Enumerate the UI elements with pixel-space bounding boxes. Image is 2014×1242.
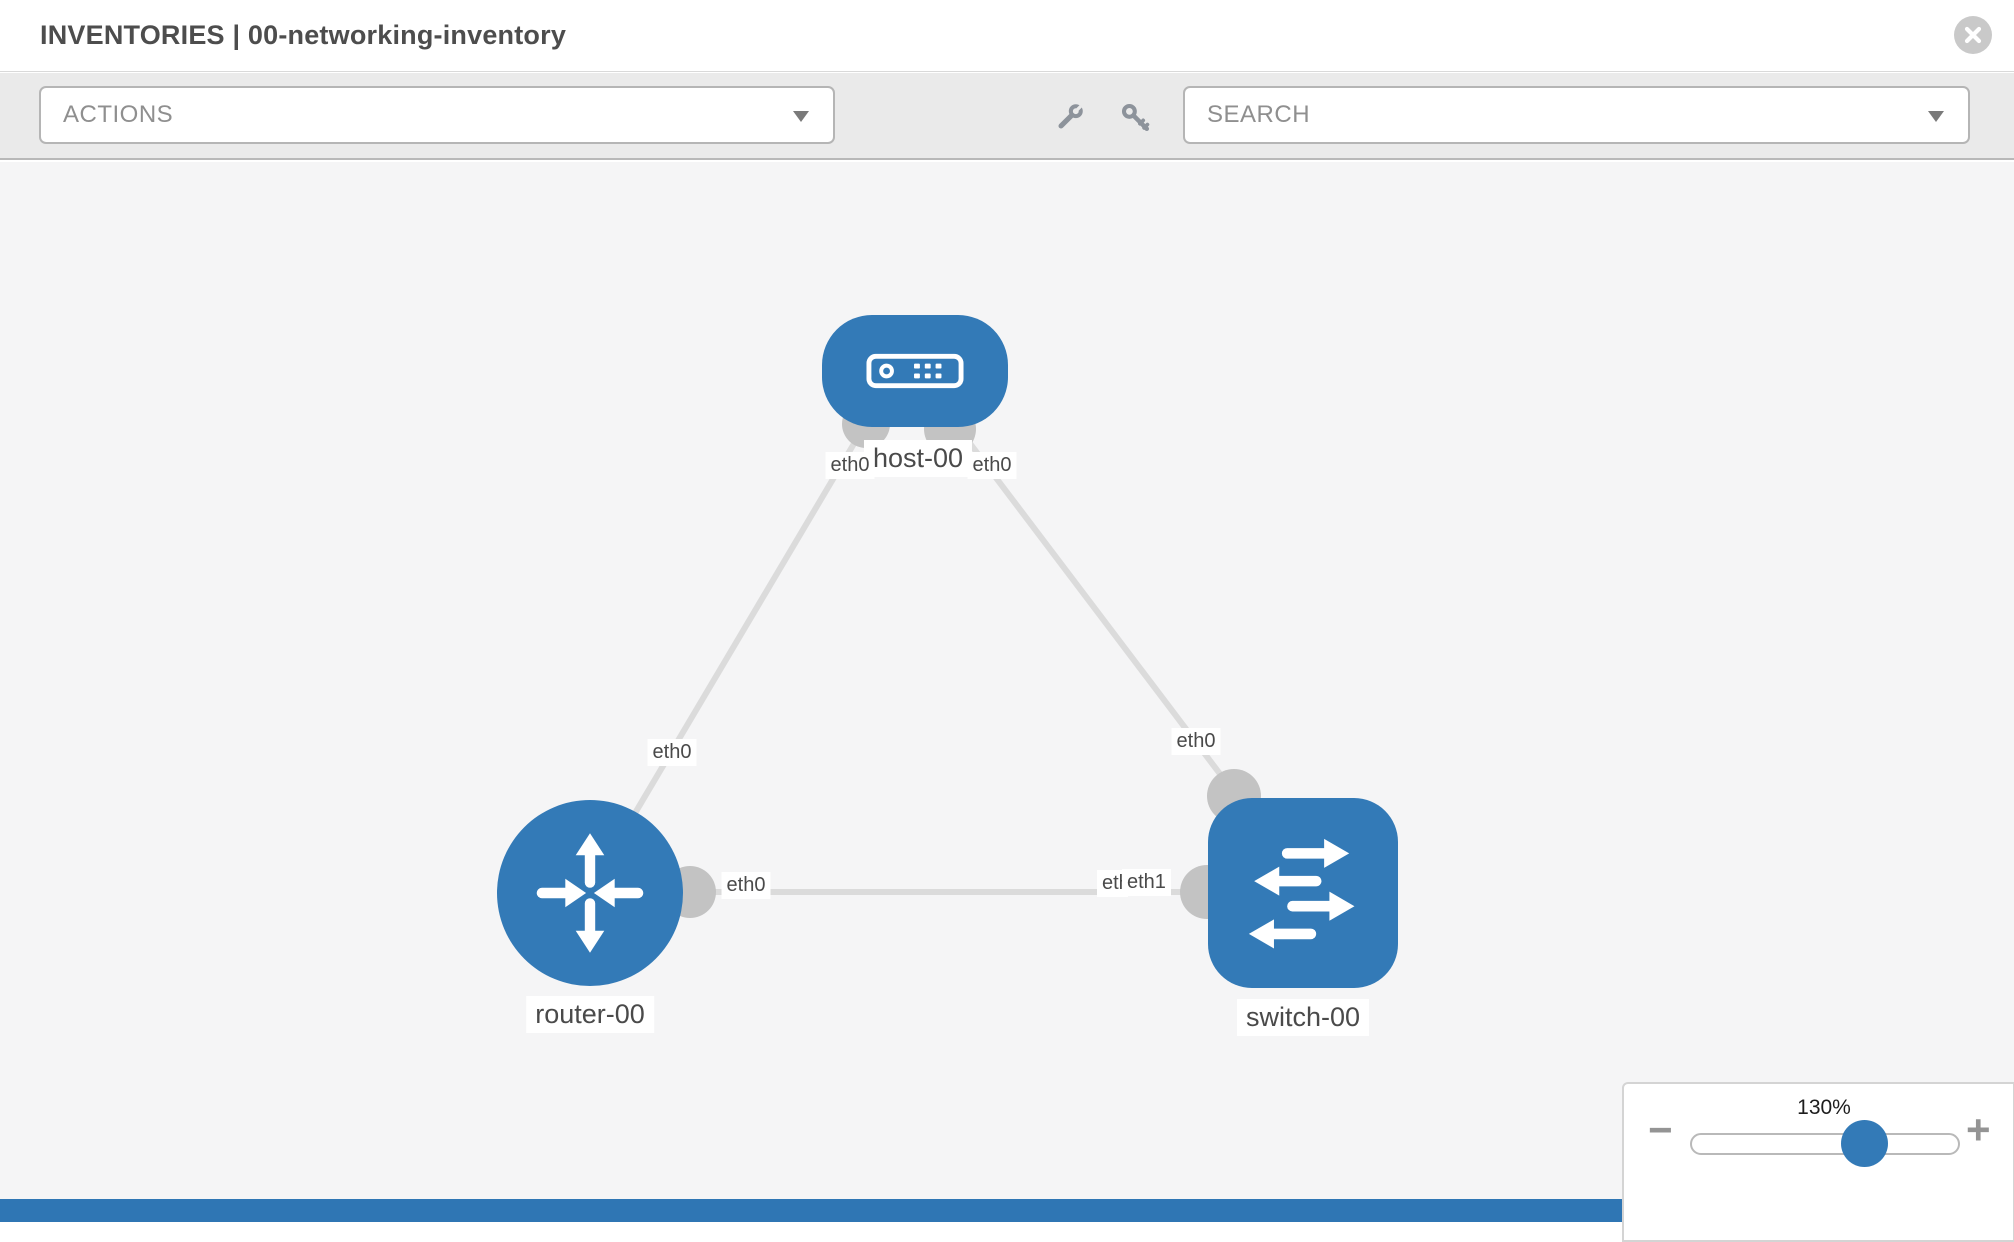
zoom-panel: 130% − + <box>1622 1082 2014 1242</box>
close-icon[interactable] <box>1954 16 1992 54</box>
node-label-router: router-00 <box>526 996 654 1033</box>
actions-dropdown[interactable]: ACTIONS <box>39 86 835 144</box>
search-input[interactable]: SEARCH <box>1183 86 1970 144</box>
switch-icon <box>1248 838 1355 949</box>
router-icon <box>536 833 644 953</box>
if-label-host-right: eth0 <box>967 452 1017 479</box>
header-bar: INVENTORIES | 00-networking-inventory <box>0 0 2014 72</box>
if-label-router-top: eth0 <box>647 739 697 766</box>
zoom-out-button[interactable]: − <box>1648 1106 1673 1153</box>
x-glyph <box>1964 26 1982 44</box>
node-switch[interactable] <box>1208 798 1398 988</box>
wrench-icon[interactable] <box>1051 100 1087 136</box>
search-placeholder: SEARCH <box>1207 101 1311 128</box>
if-label-switch-top: eth0 <box>1171 728 1221 755</box>
links-layer <box>609 400 1261 919</box>
if-label-link-mid-left: eth0 <box>721 872 771 899</box>
zoom-in-button[interactable]: + <box>1966 1106 1991 1153</box>
chevron-down-icon <box>793 111 809 122</box>
if-label-link-mid-right: eth1 <box>1122 869 1171 896</box>
zoom-slider-track[interactable] <box>1690 1133 1960 1155</box>
server-icon <box>866 353 964 389</box>
chevron-down-icon <box>1928 111 1944 122</box>
node-label-switch: switch-00 <box>1236 999 1370 1036</box>
topology-canvas[interactable]: host-00 router-00 switch-00 eth0 eth0 et… <box>0 162 2014 1242</box>
key-icon[interactable] <box>1118 100 1154 136</box>
toolbar: ACTIONS SEARCH <box>0 73 2014 160</box>
node-label-host: host-00 <box>863 440 973 477</box>
node-router[interactable] <box>497 800 683 986</box>
link-host-router[interactable] <box>609 418 871 854</box>
zoom-level-value: 130% <box>1797 1096 1851 1119</box>
node-host[interactable] <box>822 315 1008 427</box>
if-label-host-left: eth0 <box>825 452 875 479</box>
zoom-slider-thumb[interactable] <box>1841 1120 1888 1167</box>
page-title: INVENTORIES | 00-networking-inventory <box>40 20 567 50</box>
actions-dropdown-label: ACTIONS <box>63 101 174 128</box>
